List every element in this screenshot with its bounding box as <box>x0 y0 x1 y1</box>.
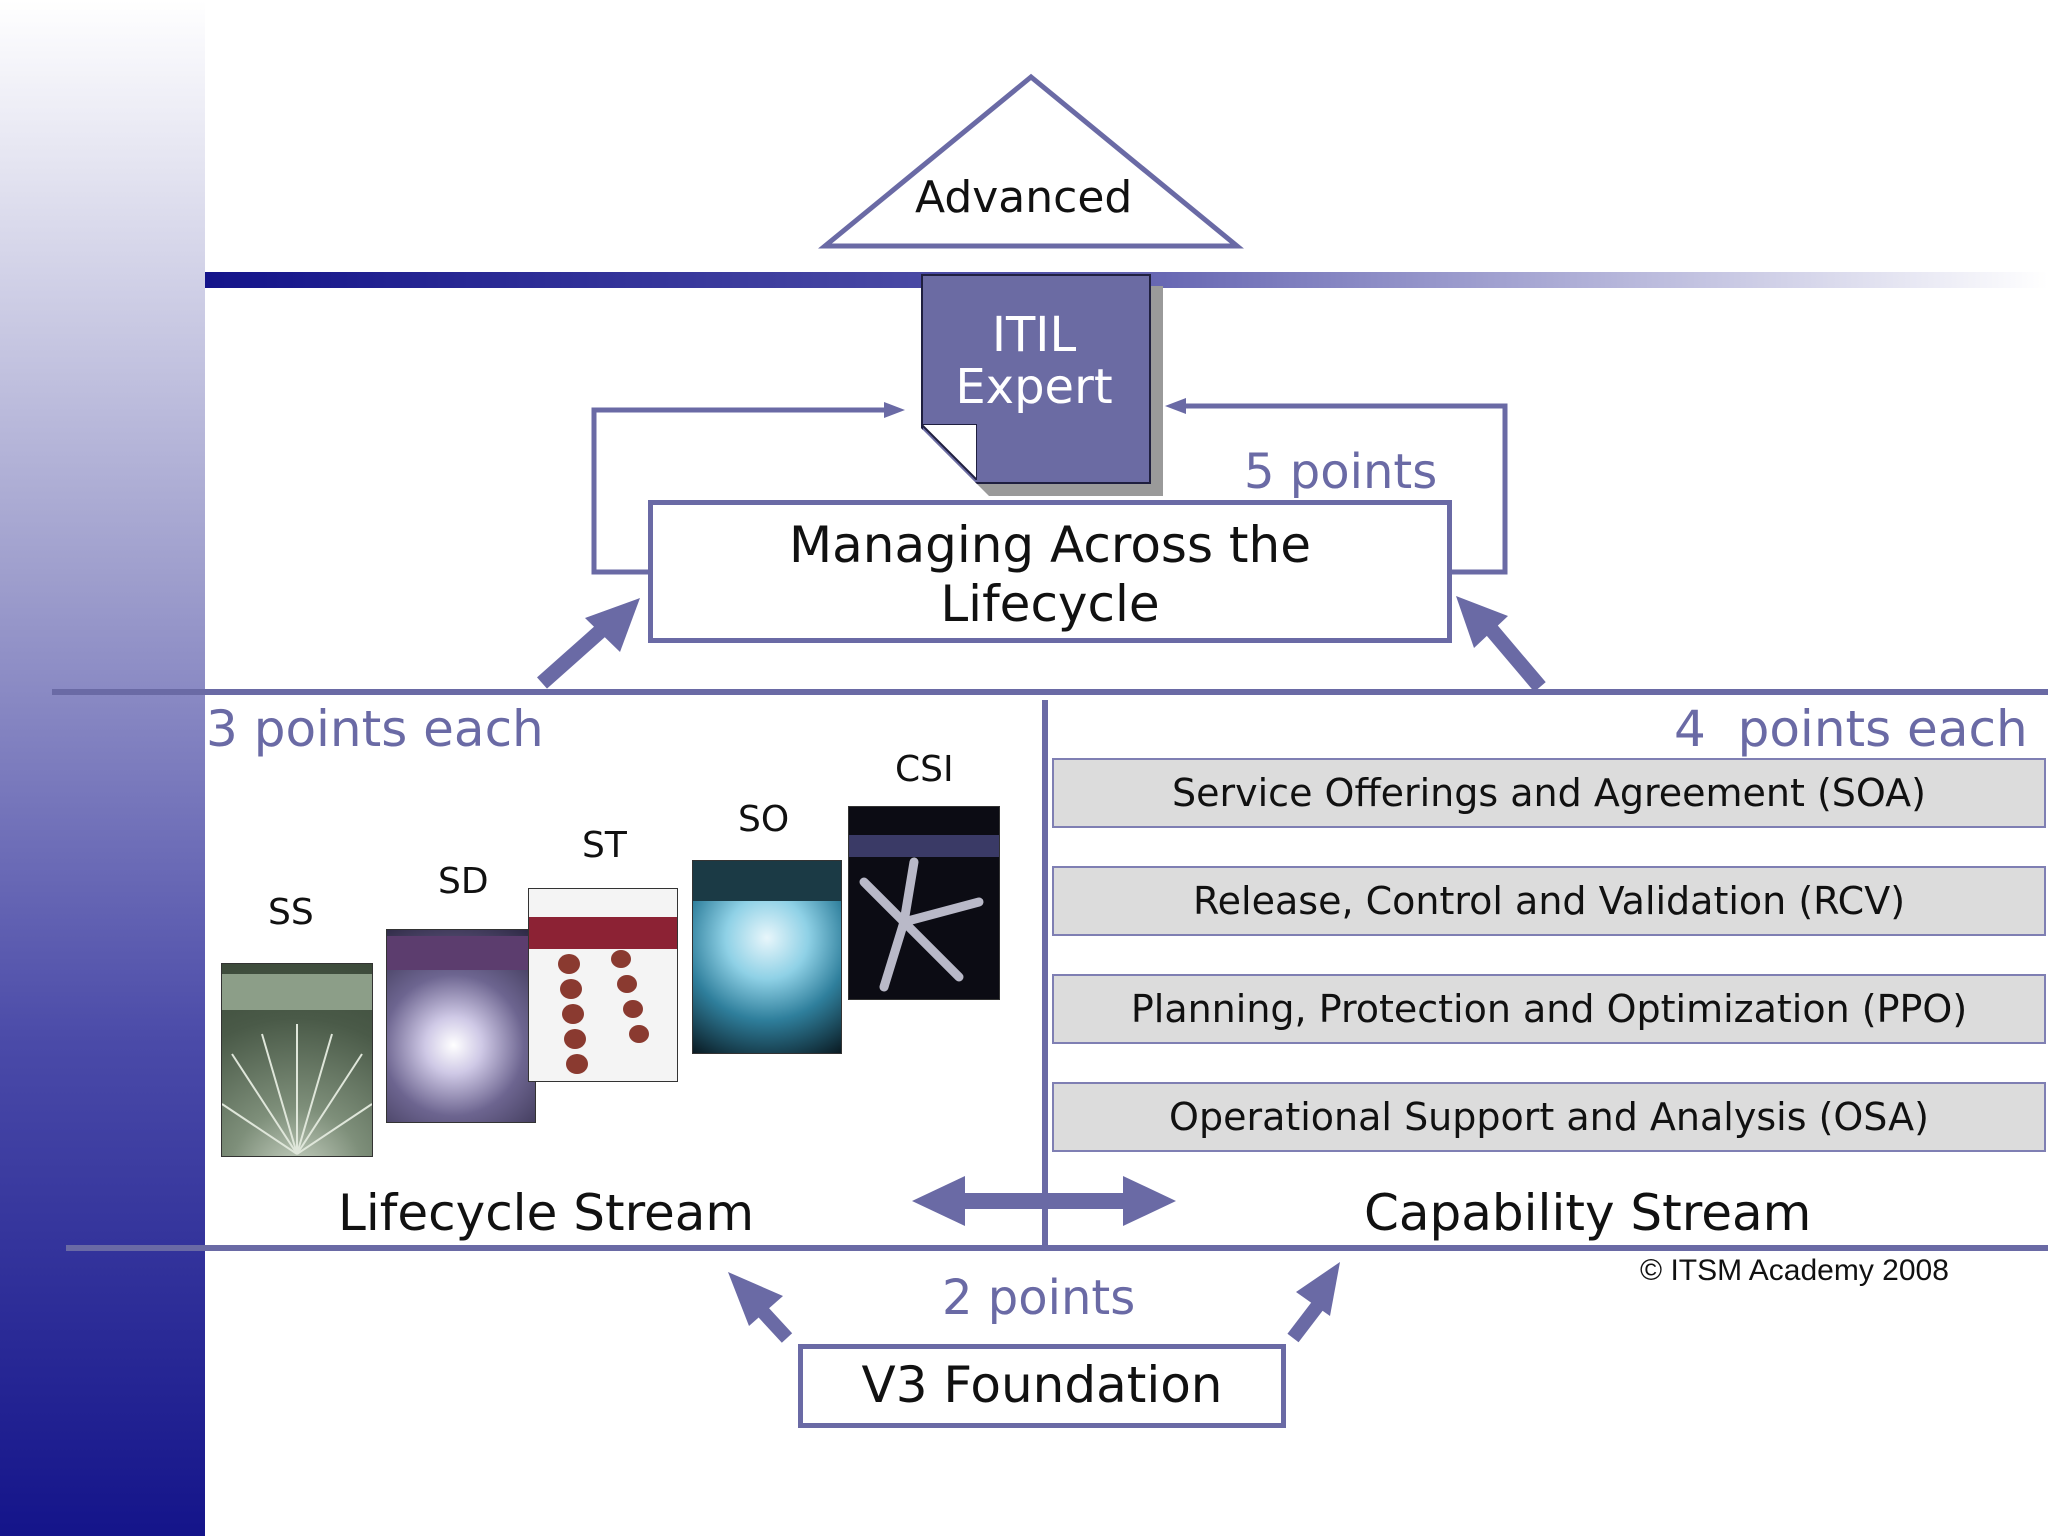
book-label-so: SO <box>738 799 790 840</box>
right-loop-arrowhead <box>1165 398 1186 414</box>
lifecycle-stream-label: Lifecycle Stream <box>338 1184 755 1242</box>
book-label-ss: SS <box>268 892 314 933</box>
capability-to-malc-head <box>1456 596 1508 648</box>
left-loop-arrowhead <box>884 402 905 418</box>
lifecycle-points: 3 points each <box>206 700 544 758</box>
book-cover-st <box>528 888 678 1082</box>
malc-label: Managing Across the Lifecycle <box>648 516 1452 634</box>
v3-foundation-label: V3 Foundation <box>861 1356 1223 1414</box>
foundation-points: 2 points <box>942 1270 1136 1326</box>
malc-line-2: Lifecycle <box>940 575 1160 633</box>
book-cover-csi <box>848 806 1000 1000</box>
book-cover-so <box>692 860 842 1054</box>
advanced-triangle <box>818 73 1244 249</box>
module-rcv-box: Release, Control and Validation (RCV) <box>1052 866 2046 936</box>
capability-points: 4 points each <box>1674 700 2028 758</box>
book-label-csi: CSI <box>895 749 954 790</box>
lifecycle-to-malc-shaft <box>537 621 610 689</box>
advanced-label: Advanced <box>915 172 1133 223</box>
v3-foundation-box <box>798 1344 1286 1428</box>
lifecycle-to-malc-head <box>585 598 640 652</box>
expert-line-1: ITIL <box>991 307 1077 363</box>
capability-stream-label: Capability Stream <box>1364 1184 1812 1242</box>
expert-points: 5 points <box>1244 444 1438 500</box>
book-label-sd: SD <box>438 861 489 902</box>
itil-expert-label: ITIL Expert <box>921 307 1147 415</box>
module-osa-box: Operational Support and Analysis (OSA) <box>1052 1082 2046 1152</box>
foundation-to-lifecycle-head <box>728 1272 783 1326</box>
expert-page-fold <box>921 424 977 480</box>
foundation-to-capability-head <box>1296 1262 1340 1316</box>
left-loop-line <box>591 407 884 575</box>
expert-line-2: Expert <box>955 358 1113 415</box>
book-cover-ss <box>221 963 373 1157</box>
malc-box <box>648 500 1452 643</box>
double-arrow-left-head <box>912 1176 965 1226</box>
malc-line-1: Managing Across the <box>789 516 1311 574</box>
copyright-notice: © ITSM Academy 2008 <box>1640 1254 1949 1287</box>
book-cover-sd <box>386 929 536 1123</box>
module-soa-box: Service Offerings and Agreement (SOA) <box>1052 758 2046 828</box>
double-arrow-right-head <box>1123 1176 1176 1226</box>
module-ppo-box: Planning, Protection and Optimization (P… <box>1052 974 2046 1044</box>
side-gradient-band <box>0 0 205 1536</box>
right-loop-line <box>1186 403 1508 575</box>
book-label-st: ST <box>582 825 627 866</box>
capability-to-malc-shaft <box>1484 623 1546 692</box>
